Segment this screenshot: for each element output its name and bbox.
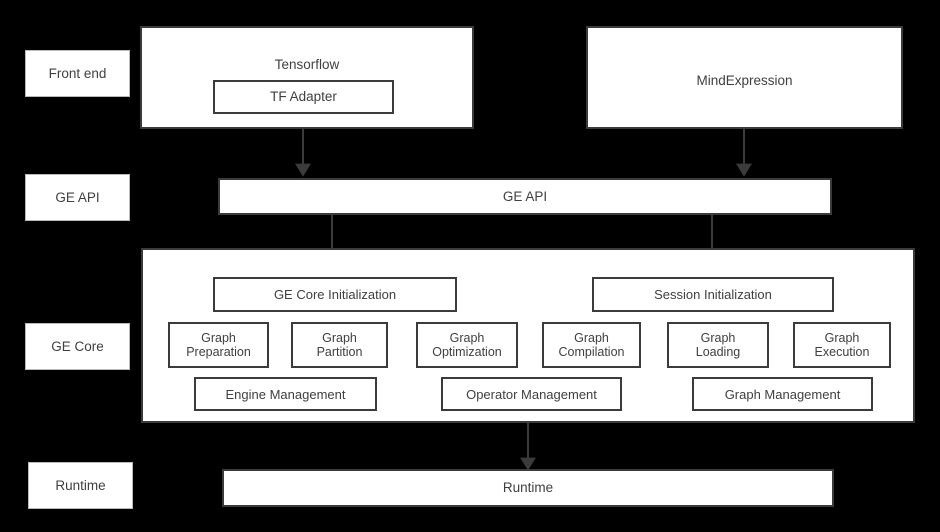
management-engine[interactable]: Engine Management [194, 377, 377, 411]
runtime-bar[interactable]: Runtime [222, 469, 834, 507]
module-graph-optimization[interactable]: Graph Optimization [416, 322, 518, 368]
module-line-1: Graph [824, 331, 860, 345]
stage-label-text: GE API [55, 189, 100, 205]
stage-label-text: GE Core [51, 338, 104, 354]
session-initialization-box[interactable]: Session Initialization [592, 277, 834, 312]
ge-api-label: GE API [502, 188, 548, 204]
module-graph-execution[interactable]: Graph Execution [793, 322, 891, 368]
tf-adapter-box[interactable]: TF Adapter [213, 80, 394, 114]
module-line-2: Loading [695, 345, 741, 359]
ge-core-initialization-box[interactable]: GE Core Initialization [213, 277, 457, 312]
module-line-2: Partition [316, 345, 363, 359]
module-graph-preparation[interactable]: Graph Preparation [168, 322, 269, 368]
module-graph-partition[interactable]: Graph Partition [291, 322, 388, 368]
stage-label-text: Runtime [55, 477, 106, 493]
management-operator[interactable]: Operator Management [441, 377, 622, 411]
stage-label-ge-core: GE Core [25, 323, 130, 370]
management-label: Graph Management [724, 386, 841, 402]
runtime-label: Runtime [502, 480, 554, 496]
mindexpression-title: MindExpression [696, 73, 793, 88]
tensorflow-frame: Tensorflow TF Adapter [140, 26, 474, 129]
module-line-1: Graph [574, 331, 609, 345]
stage-label-runtime: Runtime [28, 462, 133, 509]
ge-core-initialization-label: GE Core Initialization [273, 287, 397, 302]
module-line-1: Graph [322, 331, 357, 345]
module-line-2: Optimization [432, 345, 502, 359]
module-line-2: Preparation [186, 345, 251, 359]
session-initialization-label: Session Initialization [654, 287, 772, 302]
management-label: Engine Management [225, 386, 346, 402]
module-graph-compilation[interactable]: Graph Compilation [542, 322, 641, 368]
module-line-1: Graph [449, 331, 485, 345]
ge-api-bar[interactable]: GE API [218, 178, 832, 215]
mindexpression-frame: MindExpression [586, 26, 903, 129]
ge-core-panel: GE Core Initialization Session Initializ… [141, 248, 915, 423]
module-line-2: Compilation [558, 345, 625, 359]
tf-adapter-label: TF Adapter [270, 89, 337, 105]
stage-label-front-end: Front end [25, 50, 130, 97]
stage-label-ge-api: GE API [25, 174, 130, 221]
module-line-1: Graph [201, 331, 236, 345]
module-graph-loading[interactable]: Graph Loading [667, 322, 769, 368]
stage-label-text: Front end [48, 65, 107, 81]
management-label: Operator Management [466, 386, 597, 402]
module-line-2: Execution [814, 345, 870, 359]
management-graph[interactable]: Graph Management [692, 377, 873, 411]
module-line-1: Graph [700, 331, 736, 345]
tensorflow-title: Tensorflow [274, 57, 340, 72]
